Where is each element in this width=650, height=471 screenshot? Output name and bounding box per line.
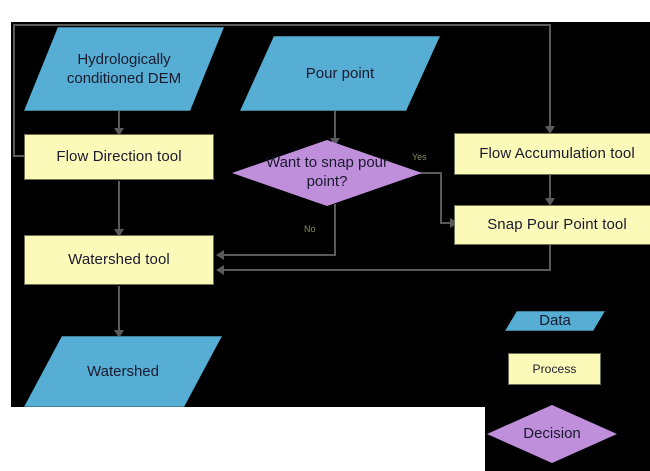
edge-label-no: No — [304, 224, 316, 234]
connector-snap-to-watershed-tool — [549, 241, 551, 271]
legend-process-label: Process — [532, 361, 577, 376]
legend-decision-label: Decision — [523, 424, 581, 442]
node-label: Want to snap pour point? — [265, 154, 388, 190]
node-label: Flow Accumulation tool — [479, 144, 635, 162]
connector-to-flow-accumulation — [549, 24, 551, 128]
connector-into-flow-direction-left — [13, 155, 31, 157]
connector-yes-drop — [440, 172, 442, 223]
node-label: Watershed tool — [68, 250, 170, 268]
arrowhead-snap-into-watershed-tool — [216, 265, 224, 275]
arrowhead-flow-direction-to-watershed-tool — [114, 229, 124, 237]
node-flow-accumulation-tool[interactable]: Flow Accumulation tool — [454, 133, 650, 175]
connector-no-into-watershed-tool — [224, 254, 336, 256]
node-flow-direction-tool[interactable]: Flow Direction tool — [24, 134, 214, 180]
arrowhead-flow-accumulation-to-snap — [545, 198, 555, 206]
connector-no-drop — [334, 204, 336, 256]
arrowhead-no-into-watershed-tool — [216, 250, 224, 260]
node-snap-pour-point-tool[interactable]: Snap Pour Point tool — [454, 205, 650, 245]
connector-yes-out — [420, 172, 442, 174]
arrowhead-watershed-tool-to-watershed — [114, 330, 124, 338]
connector-snap-into-watershed-tool — [224, 269, 551, 271]
connector-watershed-tool-to-watershed — [118, 286, 120, 332]
connector-top-rail-left-drop — [13, 24, 15, 156]
node-want-to-snap-decision[interactable]: Want to snap pour point? — [232, 140, 422, 206]
legend-decision-shape: Decision — [487, 405, 617, 463]
node-label: Watershed — [87, 362, 159, 380]
connector-pour-point-to-decision — [334, 110, 336, 140]
parallelogram-shape — [240, 36, 440, 111]
node-label: Flow Direction tool — [56, 147, 182, 165]
node-hydrologically-conditioned-dem[interactable]: Hydrologically conditioned DEM — [24, 27, 224, 111]
node-label: Hydrologically conditioned DEM — [66, 50, 182, 88]
connector-flow-direction-to-watershed-tool — [118, 181, 120, 231]
node-label: Pour point — [305, 64, 375, 82]
node-label: Snap Pour Point tool — [487, 215, 627, 233]
legend-data-label: Data — [539, 312, 571, 330]
node-pour-point[interactable]: Pour point — [240, 36, 440, 111]
connector-flow-accumulation-to-snap — [549, 175, 551, 200]
arrowhead-to-flow-accumulation — [545, 126, 555, 134]
node-watershed-tool[interactable]: Watershed tool — [24, 235, 214, 285]
connector-yes-into-snap — [440, 222, 452, 224]
arrowhead-pour-point-to-decision — [330, 138, 340, 146]
connector-top-rail — [13, 24, 551, 26]
node-watershed[interactable]: Watershed — [24, 336, 222, 407]
legend-data-shape: Data — [505, 311, 605, 331]
legend-process-shape: Process — [508, 353, 601, 385]
edge-label-yes: Yes — [412, 152, 427, 162]
arrowhead-dem-to-flow-direction — [114, 128, 124, 136]
connector-dem-to-flow-direction — [118, 110, 120, 130]
